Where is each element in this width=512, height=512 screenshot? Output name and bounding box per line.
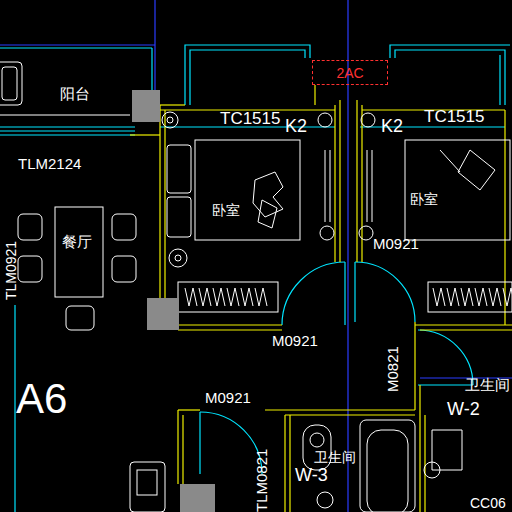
rotated-label: TLM0821 xyxy=(254,449,269,512)
plan-label: 卫生间 xyxy=(465,377,510,392)
plan-label: K2 xyxy=(285,117,307,135)
rotated-label: TLM0921 xyxy=(4,241,18,300)
plan-label: M0921 xyxy=(373,236,419,251)
plan-label: 卫生间 xyxy=(314,450,356,464)
plan-label: 卧室 xyxy=(410,192,438,206)
equipment-code: 2AC xyxy=(336,66,363,80)
plan-label: TC1515 xyxy=(220,110,280,127)
plan-label: W-3 xyxy=(295,466,328,484)
plan-label: CC06 xyxy=(470,496,506,510)
plan-label: A6 xyxy=(16,378,67,420)
plan-label: 阳台 xyxy=(60,86,90,101)
equipment-box: 2AC xyxy=(312,60,388,85)
plan-label: W-2 xyxy=(447,400,480,418)
plan-label: M0921 xyxy=(272,333,318,348)
plan-label: 餐厅 xyxy=(62,234,92,249)
plan-label: 卧室 xyxy=(212,203,240,217)
plan-label: K2 xyxy=(381,117,403,135)
plan-label: M0921 xyxy=(205,390,251,405)
rotated-label: M0821 xyxy=(385,346,400,392)
plan-label: TC1515 xyxy=(424,108,484,125)
plan-label: TLM2124 xyxy=(18,156,81,171)
